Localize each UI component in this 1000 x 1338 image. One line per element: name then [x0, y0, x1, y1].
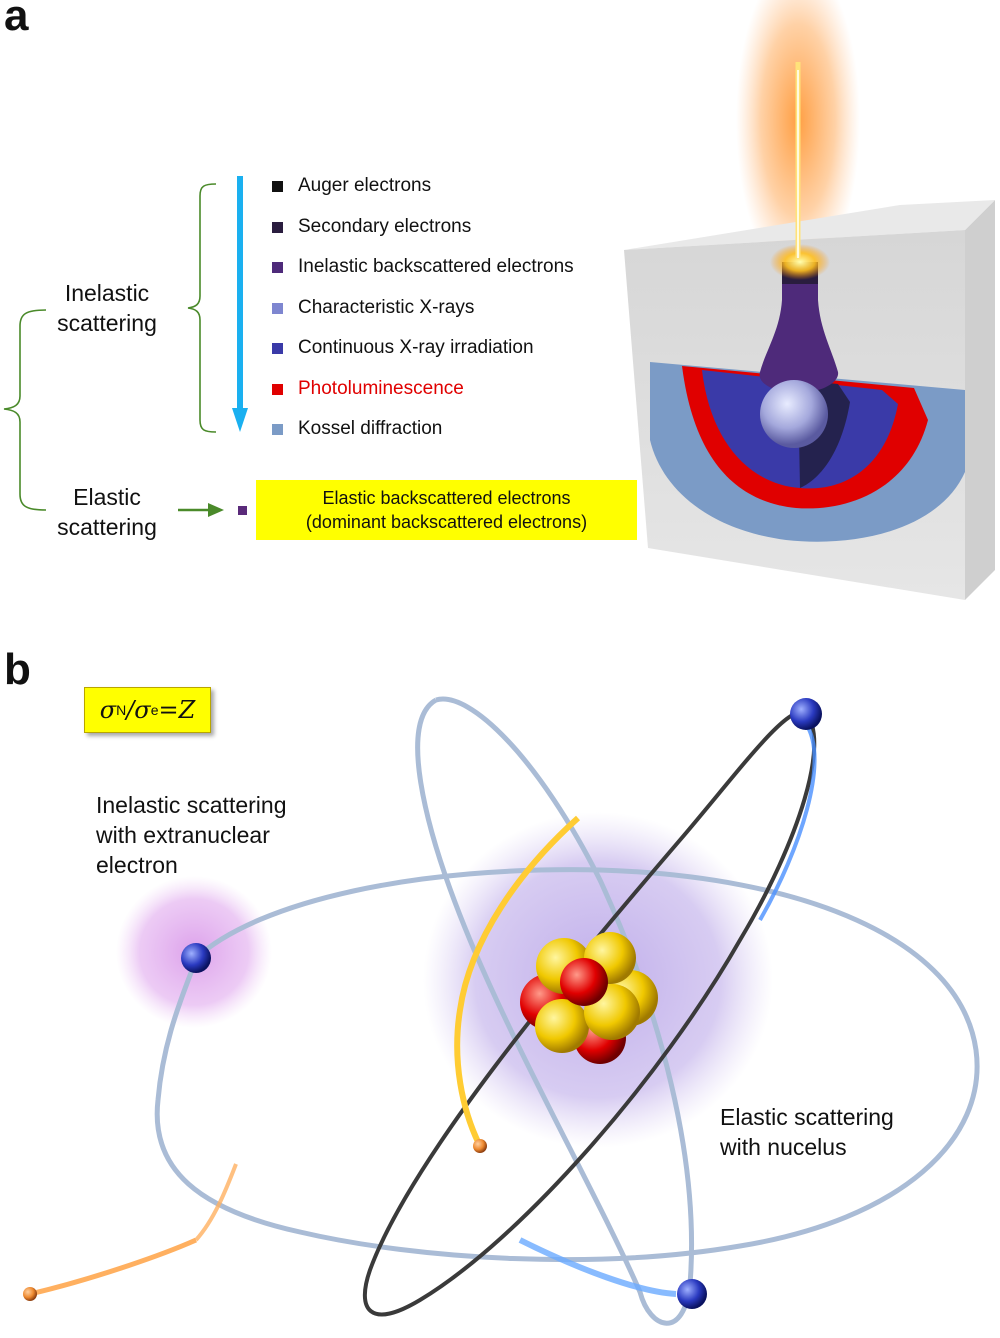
characteristic-xray-ball: [760, 380, 828, 448]
nucleus: [520, 932, 658, 1064]
formula-rhs: =Z: [158, 696, 196, 724]
inelastic-caption-line3: electron: [96, 852, 178, 878]
orbit-diagonal: [362, 710, 817, 1317]
inelastic-label-line1: Inelastic: [64, 280, 150, 306]
neutron: [535, 999, 589, 1053]
incident-electron-left: [23, 1287, 37, 1301]
legend-swatch: [272, 180, 283, 192]
elastic-nucleus-caption: Elastic scattering with nucelus: [720, 1102, 894, 1162]
formula-sub-n: N: [116, 702, 127, 718]
panel-a-annotations: [3, 176, 248, 517]
incident-electron-center: [473, 1139, 487, 1153]
orbit-horizontal: [154, 867, 980, 1262]
orbital-electron-top: [790, 698, 822, 730]
orbital-electron-bottom: [677, 1279, 707, 1309]
legend-item: Characteristic X-rays: [272, 296, 474, 320]
orbit-diagonal-highlight: [758, 722, 817, 921]
scattered-path-left: [194, 1163, 238, 1242]
inelastic-caption-line1: Inelastic scattering: [96, 792, 287, 818]
inelastic-label-line2: scattering: [57, 310, 157, 336]
elastic-backscattered-box: Elastic backscattered electrons (dominan…: [256, 480, 637, 540]
elastic-label-line1: Elastic: [73, 484, 141, 510]
incident-path-left: [29, 1237, 198, 1297]
interaction-volume-illustration: [624, 0, 995, 600]
legend-label: Photoluminescence: [298, 378, 464, 399]
inelastic-extranuclear-caption: Inelastic scattering with extranuclear e…: [96, 790, 286, 880]
legend-item: Photoluminescence: [272, 377, 464, 401]
incident-path-center: [454, 815, 581, 1148]
specimen-block-right: [965, 200, 995, 600]
orbital-electron-left: [181, 943, 211, 973]
beam-impact-spot: [770, 244, 830, 280]
proton: [560, 958, 608, 1006]
elastic-scattering-label: Elastic scattering: [44, 482, 170, 542]
legend-label: Kossel diffraction: [298, 418, 443, 439]
specimen-block-top: [624, 200, 995, 250]
elastic-box-line1: Elastic backscattered electrons: [322, 488, 571, 508]
orbit-bottom-glow: [518, 1237, 677, 1297]
legend-label: Inelastic backscattered electrons: [298, 256, 574, 277]
elastic-arrow-head: [208, 503, 224, 517]
formula-sigma: σ: [99, 696, 117, 724]
formula-sub-e: e: [150, 702, 159, 718]
legend-swatch: [272, 383, 283, 395]
legend-label: Continuous X-ray irradiation: [298, 337, 534, 358]
legend-label: Auger electrons: [298, 175, 432, 196]
legend-item: Secondary electrons: [272, 215, 471, 239]
legend-label: Secondary electrons: [298, 216, 472, 237]
inelastic-caption-line2: with extranuclear: [96, 822, 270, 848]
elastic-caption-line1: Elastic scattering: [720, 1104, 894, 1130]
orbit-vertical: [415, 696, 695, 1326]
elastic-square: [238, 506, 247, 515]
formula-slash: /σ: [126, 696, 151, 724]
elastic-caption-line2: with nucelus: [720, 1134, 847, 1160]
elastic-label-line2: scattering: [57, 514, 157, 540]
panel-b-letter: b: [4, 645, 31, 694]
legend-item: Continuous X-ray irradiation: [272, 336, 534, 360]
legend-item: Inelastic backscattered electrons: [272, 255, 574, 279]
legend-item: Kossel diffraction: [272, 417, 442, 441]
legend-swatch: [272, 221, 283, 233]
legend-swatch: [272, 302, 283, 314]
legend-item: Auger electrons: [272, 174, 431, 198]
atom-illustration: [23, 696, 980, 1326]
inelastic-outer-bracket: [187, 183, 217, 433]
panel-a-letter: a: [4, 0, 29, 40]
scattering-bracket: [3, 309, 47, 511]
legend-swatch: [272, 423, 283, 435]
inelastic-scattering-label: Inelastic scattering: [44, 278, 170, 338]
legend-swatch: [272, 342, 283, 354]
inelastic-neck: [759, 262, 839, 393]
energy-arrow-head: [232, 408, 248, 432]
legend-label: Characteristic X-rays: [298, 297, 475, 318]
elastic-box-line2: (dominant backscattered electrons): [305, 512, 588, 532]
legend-swatch: [272, 261, 283, 273]
